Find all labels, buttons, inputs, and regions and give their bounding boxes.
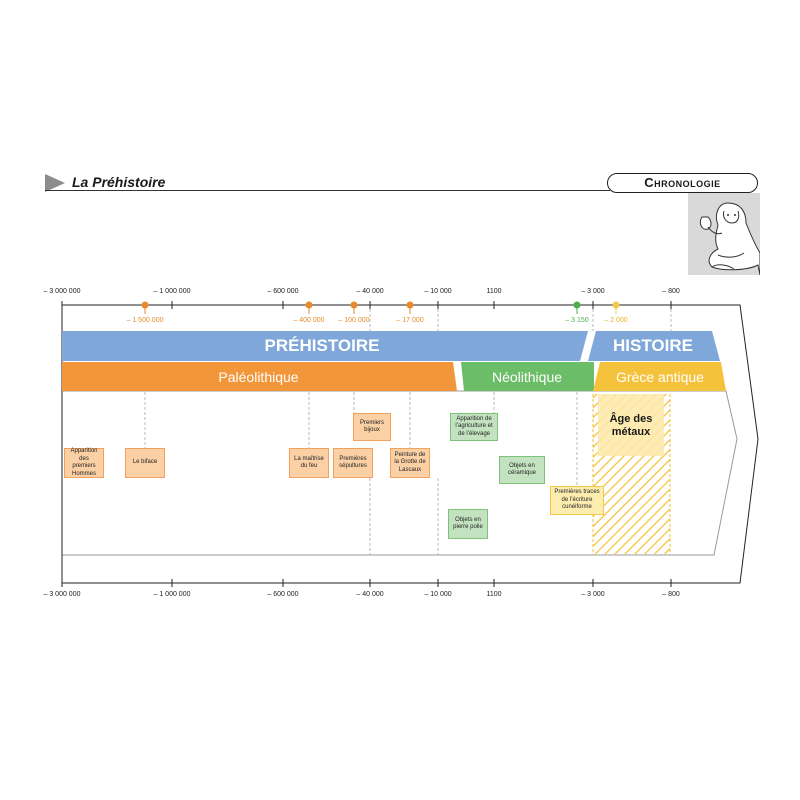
event-premieres-sepultures: Premières sépultures <box>333 448 373 478</box>
axis-tick-bottom: – 10 000 <box>424 591 452 598</box>
upper-guides <box>369 309 672 331</box>
axis-tick-bottom: – 3 000 000 <box>43 591 81 598</box>
event-date-label: – 2 000 <box>604 317 628 324</box>
axis-tick-top: – 3 000 <box>581 288 605 295</box>
band-paleolithique: Paléolithique <box>218 368 299 385</box>
axis-tick-top: – 1 000 000 <box>153 288 191 295</box>
event-date-label: – 3 150 <box>565 317 589 324</box>
caveman-icon <box>688 193 760 275</box>
event-maitrise-feu: La maîtrise du feu <box>289 448 329 478</box>
axis-tick-top: – 40 000 <box>356 288 384 295</box>
event-premiers-hommes: Apparition des premiers Hommes <box>64 448 104 478</box>
event-premiers-bijoux: Premiers bijoux <box>353 413 391 441</box>
band-grece-antique: Grèce antique <box>616 368 704 385</box>
axis-tick-top: – 600 000 <box>267 288 299 295</box>
event-date-label: – 100 000 <box>338 317 370 324</box>
event-agriculture-elevage: Apparition de l’agriculture et de l’élev… <box>450 413 498 441</box>
top-ticks <box>61 301 672 309</box>
event-pins <box>141 301 620 314</box>
band-histoire: HISTOIRE <box>613 336 693 355</box>
event-date-label: – 17 000 <box>396 317 424 324</box>
header-rule <box>45 190 610 191</box>
event-biface: Le biface <box>125 448 165 478</box>
axis-tick-top: – 800 <box>662 288 680 295</box>
band-paleolithique-shape <box>62 362 457 391</box>
band-grece-shape <box>593 362 726 391</box>
page-title: La Préhistoire <box>72 174 166 190</box>
lower-guides <box>144 392 578 555</box>
axis-tick-bottom: – 3 000 <box>581 591 605 598</box>
axis-tick-top: – 10 000 <box>424 288 452 295</box>
band-prehistoire: PRÉHISTOIRE <box>264 336 380 355</box>
band-prehistoire-shape <box>62 331 588 361</box>
event-date-label: – 1 500 000 <box>126 317 164 324</box>
caveman-illustration <box>688 193 760 275</box>
axis-tick-bottom: – 1 000 000 <box>153 591 191 598</box>
band-histoire-shape <box>588 331 720 361</box>
axis-tick-top: 1100 <box>486 288 502 295</box>
event-ecriture-cuneiforme: Premières traces de l’écriture cunéiform… <box>550 486 604 515</box>
event-grotte-lascaux: Peinture de la Grotte de Lascaux <box>390 448 430 478</box>
band-neolithique-shape <box>461 362 594 391</box>
chronologie-badge: Chronologie <box>607 173 758 193</box>
age-des-metaux-label: Âge des métaux <box>609 413 653 438</box>
axis-tick-top: – 3 000 000 <box>43 288 81 295</box>
event-objets-ceramique: Objets en céramique <box>499 456 545 484</box>
bottom-ticks <box>61 579 672 587</box>
axis-tick-bottom: – 40 000 <box>356 591 384 598</box>
event-pierre-polie: Objets en pierre polie <box>448 509 488 539</box>
axis-tick-bottom: 1100 <box>486 591 502 598</box>
axis-tick-bottom: – 600 000 <box>267 591 299 598</box>
axis-tick-bottom: – 800 <box>662 591 680 598</box>
header-arrow-icon <box>45 174 65 192</box>
band-neolithique: Néolithique <box>491 368 563 385</box>
event-date-label: – 400 000 <box>293 317 325 324</box>
